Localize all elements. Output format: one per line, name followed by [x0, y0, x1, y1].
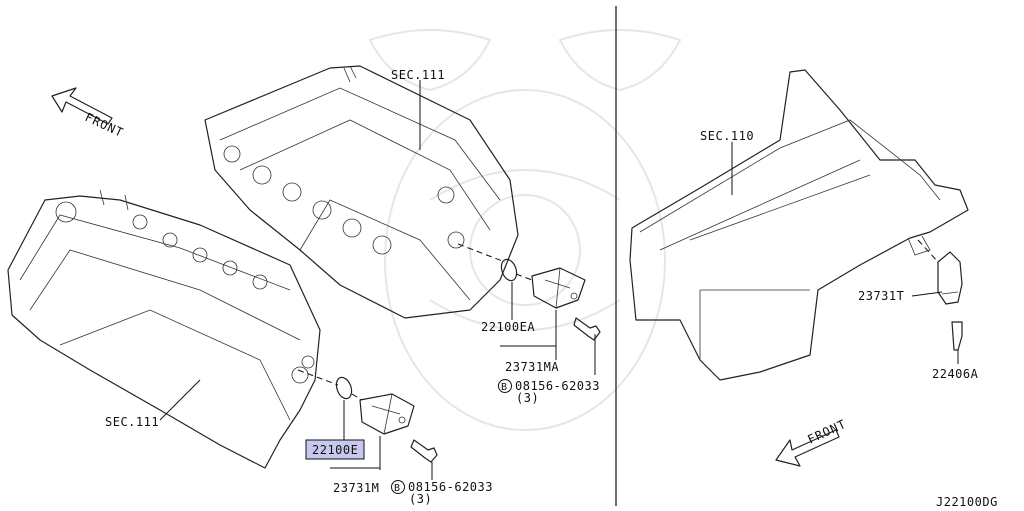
front-arrow-left: FRONT: [51, 87, 126, 140]
label-23731T: 23731T: [858, 289, 904, 303]
oil-pan: [629, 69, 969, 381]
solenoid-valve-23731M: [359, 393, 415, 435]
watermark-emblem: [368, 29, 682, 431]
cylinder-head-lower: [7, 189, 321, 469]
label-bolt-upper-qty: (3): [516, 391, 539, 405]
oring-22100EA: [500, 258, 518, 282]
svg-text:B: B: [394, 483, 401, 494]
label-bolt-lower-code: 08156-62033: [408, 480, 493, 494]
label-sec111-top: SEC.111: [391, 68, 445, 82]
bolt-22406A: [951, 321, 963, 351]
cylinder-head-upper: [204, 65, 519, 319]
label-22406A: 22406A: [932, 367, 979, 381]
label-23731M: 23731M: [333, 481, 379, 495]
label-22100E: 22100E: [312, 443, 358, 457]
axis-line-lower: [297, 369, 363, 401]
bolt-symbol-lower: B: [391, 480, 405, 494]
sensor-23731T: [937, 251, 963, 305]
highlight-22100E: [305, 439, 365, 460]
axis-line-sensor: [917, 239, 939, 263]
solenoid-valve-23731MA: [531, 267, 586, 309]
label-23731MA: 23731MA: [505, 360, 559, 374]
label-sec110: SEC.110: [700, 129, 754, 143]
leader-lines: [159, 80, 959, 480]
svg-text:B: B: [501, 382, 508, 393]
label-bolt-lower-qty: (3): [409, 492, 432, 506]
label-22100EA: 22100EA: [481, 320, 535, 334]
oring-22100E: [335, 376, 353, 400]
bolt-upper: [573, 317, 601, 341]
front-arrow-right: FRONT: [775, 417, 849, 467]
label-bolt-upper-code: 08156-62033: [515, 379, 600, 393]
diagram-id: J22100DG: [936, 495, 998, 509]
label-sec111-bottom: SEC.111: [105, 415, 159, 429]
bolt-lower: [410, 439, 438, 463]
axis-line-upper: [457, 243, 533, 281]
bolt-symbol-upper: B: [498, 379, 512, 393]
